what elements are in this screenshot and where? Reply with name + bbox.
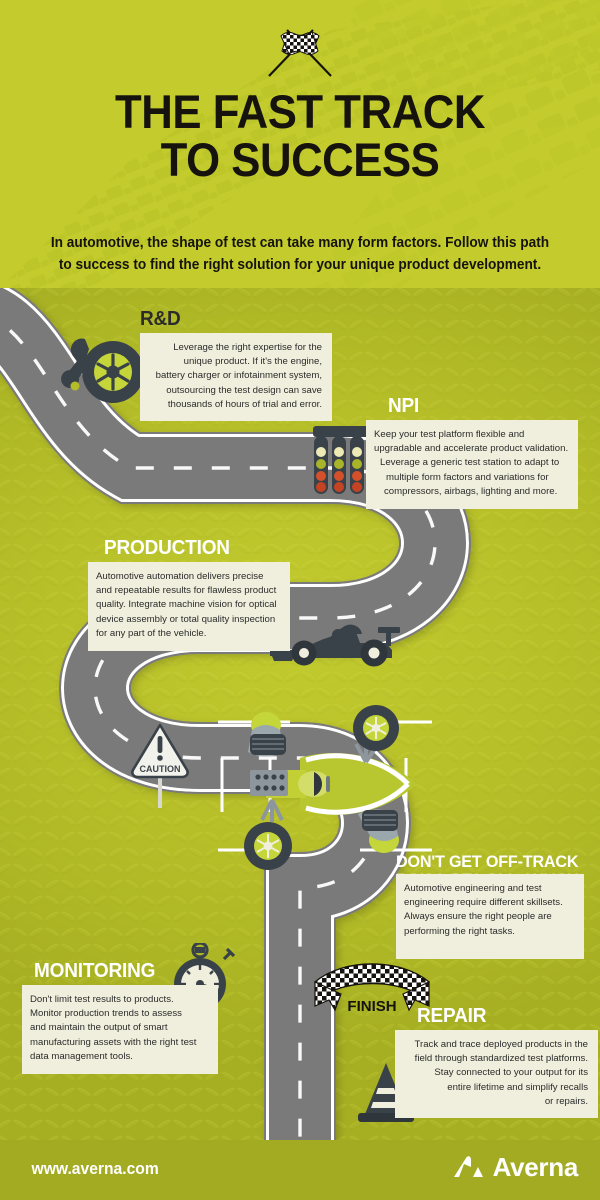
callout-off-track-line: engineering require different skillsets. [404, 897, 563, 909]
callout-production-line: Automotive automation delivers precise [96, 571, 264, 582]
pit-stop-crew-icon [218, 705, 432, 870]
callout-off-track-line: Always ensure the right people are [404, 911, 552, 923]
callout-rnd-line: thousands of hours of trial and error. [167, 398, 322, 410]
page-title: THE FAST TRACK TO SUCCESS [21, 88, 579, 184]
checkered-finish-banner-icon: FINISH [314, 963, 430, 1015]
callout-monitoring-line: and maintain the output of smart [30, 1022, 168, 1034]
caution-label: CAUTION [140, 764, 181, 774]
header-section: THE FAST TRACK TO SUCCESS In automotive,… [0, 0, 600, 288]
callout-monitoring-line: data management tools. [30, 1050, 133, 1062]
averna-brand-name: Averna [492, 1152, 579, 1182]
callout-npi-line: Leverage a generic test station to adapt… [380, 457, 560, 469]
callout-off-track-line: performing the right tasks. [404, 925, 515, 937]
callout-npi-line: compressors, airbags, lighting and more. [384, 485, 558, 497]
callout-repair-heading: REPAIR [417, 1005, 487, 1027]
callout-repair-line: field through standardized test platform… [414, 1053, 588, 1065]
callout-production-line: for any part of the vehicle. [96, 627, 207, 639]
crew-member-bottom-right [358, 809, 399, 853]
front-wheel [291, 640, 317, 666]
callout-repair-line: Track and trace deployed products in the [414, 1039, 589, 1050]
tire-track-texture [0, 0, 600, 288]
subtitle-line-2: to success to find the right solution fo… [58, 257, 542, 273]
loose-wheel-top-right [353, 705, 399, 751]
callout-rnd-line: unique product. If it's the engine, [183, 356, 322, 368]
callout-monitoring-line: Monitor production trends to assess [30, 1008, 182, 1020]
callout-monitoring-line: manufacturing assets with the right test [30, 1036, 197, 1048]
crew-member-top-left [248, 712, 286, 757]
callout-monitoring-line: Don't limit test results to products. [30, 994, 174, 1005]
callout-production-line: quality. Integrate machine vision for op… [96, 599, 277, 611]
averna-mountain-logo-icon [453, 1155, 483, 1177]
light-column [350, 436, 364, 494]
callout-production-line: and repeatable results for flawless prod… [96, 585, 277, 597]
callout-production-heading: PRODUCTION [104, 537, 230, 559]
callout-monitoring-heading: MONITORING [34, 960, 156, 982]
callout-repair-line: or repairs. [544, 1095, 588, 1107]
callout-off-track-heading: DON'T GET OFF-TRACK [396, 852, 579, 871]
light-column [332, 436, 346, 494]
callout-rnd-line: outsourcing the test design can save [166, 384, 322, 396]
page-subtitle: In automotive, the shape of test can tak… [38, 232, 562, 276]
callout-rnd-line: Leverage the right expertise for the [173, 342, 322, 353]
finish-label: FINISH [347, 998, 396, 1015]
light-column [314, 436, 328, 494]
crossed-checkered-flags-icon [268, 29, 332, 77]
callout-npi-line: upgradable and accelerate product valida… [374, 443, 569, 455]
callout-npi-line: multiple form factors and variations for [386, 471, 549, 483]
callout-rnd-line: battery charger or infotainment system, [155, 370, 322, 382]
footer-bar: www.averna.com Averna [0, 1140, 600, 1200]
callout-off-track-box: Automotive engineering and test engineer… [396, 874, 584, 959]
callout-monitoring-box: Don't limit test results to products. Mo… [22, 985, 218, 1075]
formula-one-car-icon [270, 624, 400, 667]
subtitle-line-1: In automotive, the shape of test can tak… [50, 235, 550, 251]
callout-off-track-line: Automotive engineering and test [404, 883, 542, 894]
title-line-2: TO SUCCESS [160, 133, 440, 186]
callout-repair-line: entire lifetime and simplify recalls [447, 1081, 588, 1093]
callout-rnd-heading: R&D [140, 308, 181, 330]
callout-npi-line: Keep your test platform flexible and [374, 429, 525, 440]
rear-wheel [360, 639, 388, 667]
callout-repair-box: Track and trace deployed products in the… [395, 1030, 598, 1119]
tire-icon [82, 341, 144, 403]
wrench-icon [61, 338, 100, 391]
callout-npi-box: Keep your test platform flexible and upg… [366, 420, 578, 510]
loose-wheel-bottom-left [244, 822, 292, 870]
footer-website-link[interactable]: www.averna.com [31, 1159, 159, 1178]
callout-repair-line: Stay connected to your output for its [434, 1067, 588, 1079]
callout-production-line: device assembly or total quality inspect… [96, 613, 276, 625]
wrench-and-tire-icon [61, 338, 144, 403]
caution-exclamation-sign-icon: CAUTION [131, 723, 189, 808]
averna-logo[interactable]: Averna [452, 1152, 578, 1183]
callout-rnd-box: Leverage the right expertise for the uni… [140, 333, 332, 422]
racecar-topdown [250, 740, 416, 822]
callout-production-box: Automotive automation delivers precise a… [88, 562, 290, 652]
callout-npi-heading: NPI [388, 395, 420, 417]
title-line-1: THE FAST TRACK [115, 85, 485, 138]
